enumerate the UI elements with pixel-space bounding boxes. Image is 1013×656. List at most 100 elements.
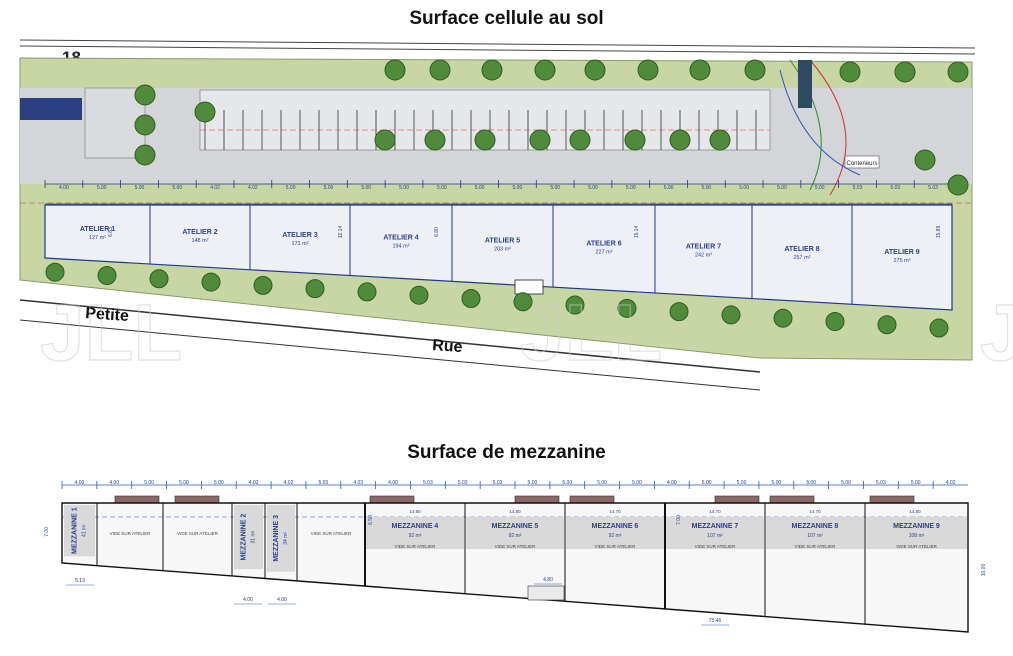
roof-unit: [369, 495, 415, 504]
void-label: VIDE SUR ATELIER: [495, 544, 536, 549]
roof-unit: [514, 495, 560, 504]
utility-room: [514, 279, 544, 295]
void-label: VIDE SUR ATELIER: [110, 531, 151, 536]
atelier-label: ATELIER 4: [383, 235, 418, 242]
tree: [305, 279, 325, 299]
tree: [637, 59, 659, 81]
void-label: VIDE SUR ATELIER: [695, 544, 736, 549]
tree: [669, 302, 689, 322]
adjacent-building: [20, 98, 82, 120]
top-dimension: 5.00: [324, 185, 334, 191]
void-label: VIDE SUR ATELIER: [311, 531, 352, 536]
driveway-curve: [779, 69, 861, 176]
top-dimension: 5.00: [588, 185, 598, 191]
tree: [253, 275, 273, 295]
top-dimension: 5.00: [214, 480, 224, 486]
side-dimension: 6.50: [368, 515, 374, 525]
top-dimension: 5.00: [664, 185, 674, 191]
tree: [461, 288, 481, 308]
atelier-label: ATELIER 9: [884, 249, 919, 256]
top-dimension: 5.00: [632, 480, 642, 486]
atelier-area: 127 m²: [89, 235, 106, 241]
tree: [357, 282, 377, 302]
mezzanine-fill: [64, 505, 95, 557]
tree: [45, 262, 65, 282]
mezzanine-fill: [866, 517, 967, 549]
mezzanine-width: 14.80: [409, 509, 421, 514]
vehicle: [798, 60, 812, 108]
atelier-label: ATELIER 2: [182, 229, 217, 236]
tree: [617, 298, 637, 318]
mezzanine-area: 92 m²: [609, 533, 622, 539]
containers-box: [844, 155, 880, 169]
side-dimension: 7.00: [44, 527, 50, 537]
top-dimension: 5.00: [550, 185, 560, 191]
side-dimension: 6.83: [108, 227, 114, 237]
top-dimension: 4.00: [59, 185, 69, 191]
mezzanine-label: MEZZANINE 2: [241, 514, 248, 561]
top-dimension: 5.00: [144, 480, 154, 486]
side-dimension: 6.80: [434, 227, 440, 237]
tree: [839, 61, 861, 83]
tree: [384, 59, 406, 81]
atelier-label: ATELIER 1: [80, 226, 115, 233]
street-line: [19, 319, 761, 391]
top-dimension: 5.03: [853, 185, 863, 191]
mezzanine-area: 34 m²: [283, 532, 289, 545]
top-dimension: 5.03: [876, 480, 886, 486]
top-dimension: 4.02: [210, 185, 220, 191]
street-line: [19, 39, 976, 49]
tree: [134, 144, 156, 166]
mezzanine-label: MEZZANINE 9: [893, 523, 940, 530]
roof-unit: [174, 495, 220, 504]
top-dimension: 5.00: [513, 185, 523, 191]
atelier-area: 203 m²: [494, 247, 511, 253]
mezzanine-area: 107 m²: [807, 533, 823, 539]
tree: [624, 129, 646, 151]
building-outline: [44, 204, 953, 311]
tree: [474, 129, 496, 151]
top-dimension: 5.00: [815, 185, 825, 191]
tree: [825, 311, 845, 331]
tree: [409, 285, 429, 305]
watermark: JLLJLLJLL: [39, 287, 1013, 377]
atelier-area: 275 m²: [893, 258, 910, 264]
mezzanine-label: MEZZANINE 6: [592, 523, 639, 530]
side-dimension: 10.00: [981, 564, 987, 577]
tree: [709, 129, 731, 151]
mezzanine-width: 14.80: [509, 509, 521, 514]
top-dimension: 5.00: [911, 480, 921, 486]
mezzanine-area: 31 m²: [251, 530, 257, 543]
top-dimension: 4.00: [667, 480, 677, 486]
mezzanine-width: 14.70: [609, 509, 621, 514]
mezzanine-fill: [234, 505, 263, 570]
void-label: VIDE SUR ATELIER: [595, 544, 636, 549]
tree: [929, 318, 949, 338]
mezzanine-fill: [466, 517, 564, 549]
tree: [134, 84, 156, 106]
top-dimension: 5.00: [172, 185, 182, 191]
top-dimension: 5.00: [437, 185, 447, 191]
roof-unit: [114, 495, 160, 504]
mezzanine-width: 14.70: [709, 509, 721, 514]
top-dimension: 5.03: [493, 480, 503, 486]
tree: [689, 59, 711, 81]
tree: [894, 61, 916, 83]
top-dimension: 4.00: [109, 480, 119, 486]
mezzanine-fill: [566, 517, 664, 549]
mezzanine-label: MEZZANINE 5: [492, 523, 539, 530]
tree: [134, 114, 156, 136]
top-dimension: 5.00: [179, 480, 189, 486]
tree: [194, 101, 216, 123]
side-dimension: 12.14: [338, 226, 344, 239]
top-dimension: 4.02: [284, 480, 294, 486]
mezzanine-label: MEZZANINE 1: [72, 507, 79, 554]
top-dimension: 5.00: [771, 480, 781, 486]
mezzanine-label: MEZZANINE 8: [792, 523, 839, 530]
bottom-dimension: 4.00: [277, 597, 287, 603]
top-dimension: 5.03: [458, 480, 468, 486]
mezzanine-fill: [666, 517, 764, 549]
mezzanine-area: 108 m²: [909, 533, 925, 539]
void-label: VIDE SUR ATELIER: [896, 544, 937, 549]
